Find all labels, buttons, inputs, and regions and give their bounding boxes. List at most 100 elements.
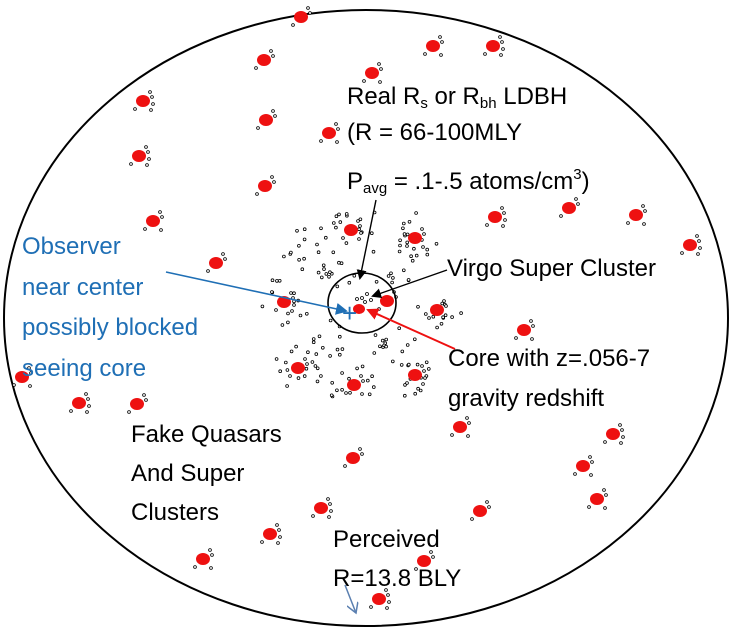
cluster-dot <box>275 279 279 283</box>
core-label-line-2: gravity redshift <box>448 385 605 412</box>
cluster-dot <box>416 386 420 391</box>
cluster-dot <box>344 241 349 245</box>
cluster-dot <box>435 325 439 330</box>
galaxy-blob <box>473 505 487 517</box>
galaxy-dot <box>271 54 275 58</box>
galaxy-blob <box>257 54 271 66</box>
cluster-dot <box>283 360 288 365</box>
observer-label-line-4: seeing core <box>22 355 147 382</box>
galaxy-blob <box>372 593 386 605</box>
galaxy-dot <box>326 497 330 501</box>
fake-label-line-2: And Super <box>131 460 245 487</box>
galaxy-dot <box>369 605 373 609</box>
galaxy-dot <box>405 381 409 385</box>
galaxy-dot <box>254 66 258 70</box>
galaxy-dot <box>160 215 164 219</box>
galaxy-dot <box>27 366 31 370</box>
galaxy-blob <box>263 528 277 540</box>
cluster-dot <box>310 360 315 364</box>
galaxy-blob <box>562 202 576 214</box>
galaxy-dot <box>148 90 152 94</box>
galaxy-dot <box>420 364 424 368</box>
cluster-dot <box>402 232 407 236</box>
galaxy-dot <box>269 49 273 53</box>
cluster-dot <box>319 226 323 231</box>
galaxy-dot <box>501 224 505 228</box>
galaxy-dot <box>319 139 323 143</box>
cluster-dot <box>401 268 406 273</box>
galaxy-dot <box>465 416 469 420</box>
galaxy-dot <box>360 392 364 396</box>
galaxy-dot <box>361 379 365 383</box>
galaxy-blob <box>196 553 210 565</box>
galaxy-dot <box>438 35 442 39</box>
galaxy-dot <box>341 236 345 240</box>
galaxy-dot <box>146 150 150 154</box>
cluster-dot <box>302 237 307 242</box>
galaxy-dot <box>503 218 507 222</box>
galaxy-dot <box>377 307 381 311</box>
galaxy-dot <box>256 126 260 130</box>
galaxy-blob <box>72 397 86 409</box>
galaxy-dot <box>439 53 443 57</box>
virgo-label: Virgo Super Cluster <box>447 255 656 282</box>
cluster-dot <box>416 304 420 309</box>
galaxy-dot <box>274 308 278 312</box>
galaxy-dot <box>450 433 454 437</box>
galaxy-blob <box>576 460 590 472</box>
cluster-dot <box>323 235 328 240</box>
galaxy-dot <box>272 180 276 184</box>
galaxy-dot <box>695 234 699 238</box>
cluster-dot <box>328 354 332 358</box>
cluster-dot <box>289 250 293 255</box>
galaxy-dot <box>358 447 362 451</box>
galaxy-dot <box>311 514 315 518</box>
cluster-dot <box>297 257 301 262</box>
perceived-label-line-1: Perceived <box>333 526 440 553</box>
density-cube-superscript: 3 <box>573 166 582 183</box>
ldbh-label: Real Rs or Rbh LDBH <box>347 82 567 119</box>
galaxy-blob <box>683 239 697 251</box>
galaxy-dot <box>127 410 131 414</box>
galaxy-dot <box>697 239 701 243</box>
cluster-dot <box>398 238 402 243</box>
cluster-dot <box>286 311 290 316</box>
cluster-dot <box>426 367 431 371</box>
cluster-dot <box>348 390 352 395</box>
galaxy-blob <box>486 40 500 52</box>
galaxy-dot <box>574 197 578 201</box>
galaxy-blob <box>430 304 444 316</box>
cluster-dot <box>297 244 301 248</box>
galaxy-dot <box>151 102 155 106</box>
cluster-dot <box>405 240 410 245</box>
core-label-line-1: Core with z=.056-7 <box>448 345 651 372</box>
galaxy-blob <box>130 398 144 410</box>
cluster-dot <box>324 272 329 276</box>
cluster-dot <box>434 242 439 246</box>
galaxy-dot <box>531 324 535 328</box>
cluster-dot <box>410 258 415 263</box>
cluster-dot <box>289 349 294 354</box>
cluster-dot <box>423 312 428 316</box>
galaxy-dot <box>329 509 333 513</box>
galaxy-dot <box>210 553 214 557</box>
cluster-dot <box>340 387 344 392</box>
cluster-dot <box>337 352 342 357</box>
galaxy-blob <box>606 428 620 440</box>
galaxy-dot <box>158 210 162 214</box>
galaxy-dot <box>643 209 647 213</box>
galaxy-dot <box>421 245 425 249</box>
galaxy-dot <box>305 362 309 366</box>
galaxy-dot <box>498 35 502 39</box>
galaxy-dot <box>357 237 361 241</box>
galaxy-dot <box>289 291 293 295</box>
galaxy-dot <box>420 227 424 231</box>
cluster-dot <box>459 311 463 315</box>
cluster-dot <box>302 256 306 261</box>
galaxy-dot <box>308 11 312 15</box>
galaxy-dot <box>327 515 331 519</box>
galaxy-dot <box>618 423 622 427</box>
cluster-dot <box>424 360 429 365</box>
galaxy-blob <box>258 180 272 192</box>
cluster-dot <box>298 313 303 318</box>
